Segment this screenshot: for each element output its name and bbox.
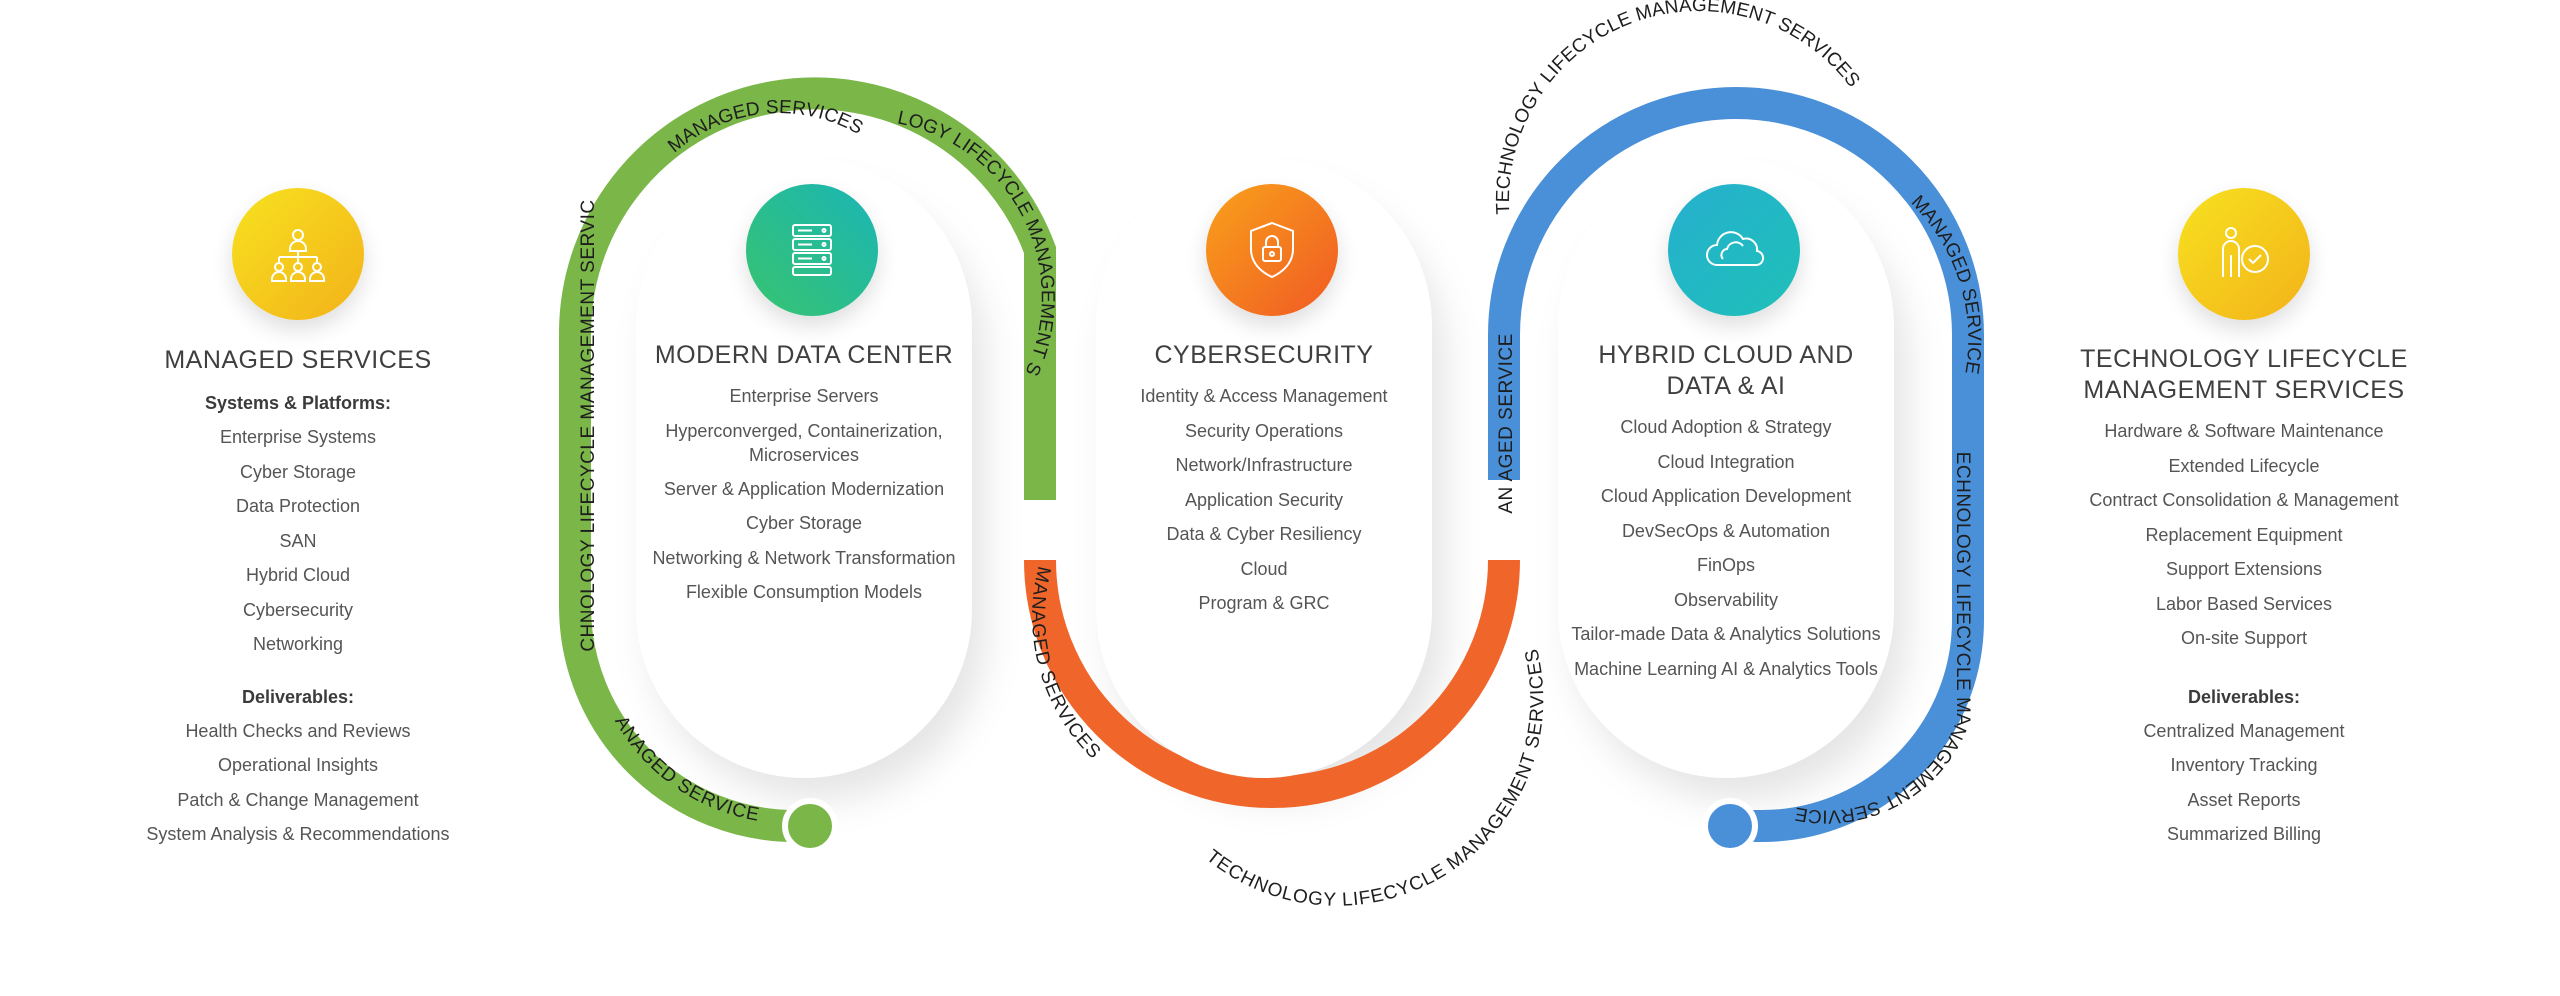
list-item: Operational Insights [217, 755, 379, 775]
pill-modern-data-center [636, 158, 972, 778]
list-item: Replacement Equipment [2145, 524, 2343, 545]
hybrid-cloud-icon-circle [1668, 184, 1800, 316]
list-item: DevSecOps & Automation [1621, 520, 1831, 541]
list-item: Tailor-made Data & Analytics Solutions [1571, 624, 1881, 644]
list-item: Enterprise Systems [219, 427, 377, 447]
cloud-icon [1706, 231, 1765, 267]
list-item: Networking & Network Transformation [652, 547, 956, 568]
ribbon-end-dot-green [782, 798, 838, 854]
list-item: Flexible Consumption Models [685, 582, 923, 602]
list-item: Cloud Adoption & Strategy [1620, 417, 1832, 437]
list-item: Enterprise Servers [729, 386, 879, 406]
list-item: Observability [1673, 589, 1779, 610]
tlms-icon-circle [2178, 188, 2310, 320]
list-item: Inventory Tracking [2170, 755, 2318, 775]
list-item: Security Operations [1184, 420, 1344, 441]
list-item: Asset Reports [2187, 789, 2301, 810]
shield-lock-icon [1250, 221, 1294, 279]
list-item: Cyber Storage [239, 461, 357, 482]
tlms-title-line2: MANAGEMENT SERVICES [2083, 376, 2405, 404]
list-item: Labor Based Services [2155, 593, 2333, 614]
modern-data-center-column: MODERN DATA CENTER Enterprise Servers Hy… [644, 340, 964, 610]
tlms-column: TECHNOLOGY LIFECYCLE MANAGEMENT SERVICES… [2064, 344, 2424, 852]
list-item: FinOps [1696, 555, 1756, 575]
list-item: System Analysis & Recommendations [146, 824, 450, 844]
list-item: Cyber Storage [745, 513, 863, 533]
managed-services-icon-circle [232, 188, 364, 320]
list-item: Program & GRC [1198, 593, 1330, 613]
list-item: Machine Learning AI & Analytics Tools [1574, 658, 1878, 679]
list-item: SAN [279, 530, 317, 551]
managed-services-title: MANAGED SERVICES [164, 346, 432, 374]
list-item: Health Checks and Reviews [185, 720, 411, 741]
list-item: Hybrid Cloud [245, 565, 351, 585]
cybersecurity-icon-circle [1206, 184, 1338, 316]
ribbon-green-loop [559, 77, 1056, 842]
lifecycle-ribbon [559, 77, 1984, 842]
list-item: On-site Support [2180, 628, 2308, 648]
list-item: Networking [252, 634, 344, 654]
server-rack-icon [792, 224, 832, 276]
pill-hybrid-cloud [1558, 158, 1894, 778]
list-item: Cybersecurity [242, 599, 354, 620]
list-item: Summarized Billing [2166, 824, 2322, 844]
ribbon-end-dot-blue [1702, 798, 1758, 854]
list-item: Server & Application Modernization [663, 478, 945, 499]
modern-data-center-icon-circle [746, 184, 878, 316]
deliverables-header: Deliverables: [241, 686, 355, 707]
list-item: Contract Consolidation & Management [2089, 490, 2399, 510]
hybrid-cloud-title-line2: DATA & AI [1666, 372, 1786, 400]
list-item: Microservices [748, 444, 859, 465]
pills [636, 158, 1894, 778]
ribbon-blue-loop [1488, 87, 1984, 842]
person-check-icon [2222, 227, 2269, 277]
list-item: Hyperconverged, Containerization, [665, 420, 943, 441]
modern-data-center-title: MODERN DATA CENTER [654, 341, 954, 369]
list-item: Application Security [1184, 489, 1344, 510]
list-item: Identity & Access Management [1140, 386, 1388, 406]
managed-services-column: MANAGED SERVICES Systems & Platforms: En… [118, 345, 478, 852]
tlms-title-line1: TECHNOLOGY LIFECYCLE [2080, 345, 2408, 373]
deliverables-header: Deliverables: [2187, 686, 2301, 707]
pill-cybersecurity [1096, 158, 1432, 778]
cybersecurity-title: CYBERSECURITY [1154, 341, 1374, 369]
list-item: Cloud Integration [1657, 451, 1795, 472]
list-item: Network/Infrastructure [1175, 455, 1353, 475]
org-chart-icon [271, 229, 325, 282]
hybrid-cloud-column: HYBRID CLOUD AND DATA & AI Cloud Adoptio… [1566, 340, 1886, 686]
list-item: Centralized Management [2143, 720, 2345, 741]
list-item: Cloud [1240, 558, 1288, 579]
ribbon-orange-loop [1024, 559, 1520, 808]
cybersecurity-column: CYBERSECURITY Identity & Access Manageme… [1104, 340, 1424, 621]
list-item: Cloud Application Development [1600, 486, 1852, 506]
list-item: Data Protection [235, 496, 361, 516]
list-item: Support Extensions [2165, 559, 2323, 579]
list-item: Hardware & Software Maintenance [2104, 421, 2384, 441]
list-item: Extended Lifecycle [2168, 455, 2320, 476]
list-item: Patch & Change Management [177, 789, 419, 810]
hybrid-cloud-title-line1: HYBRID CLOUD AND [1598, 341, 1854, 369]
systems-platforms-header: Systems & Platforms: [204, 393, 392, 413]
list-item: Data & Cyber Resiliency [1166, 524, 1362, 544]
